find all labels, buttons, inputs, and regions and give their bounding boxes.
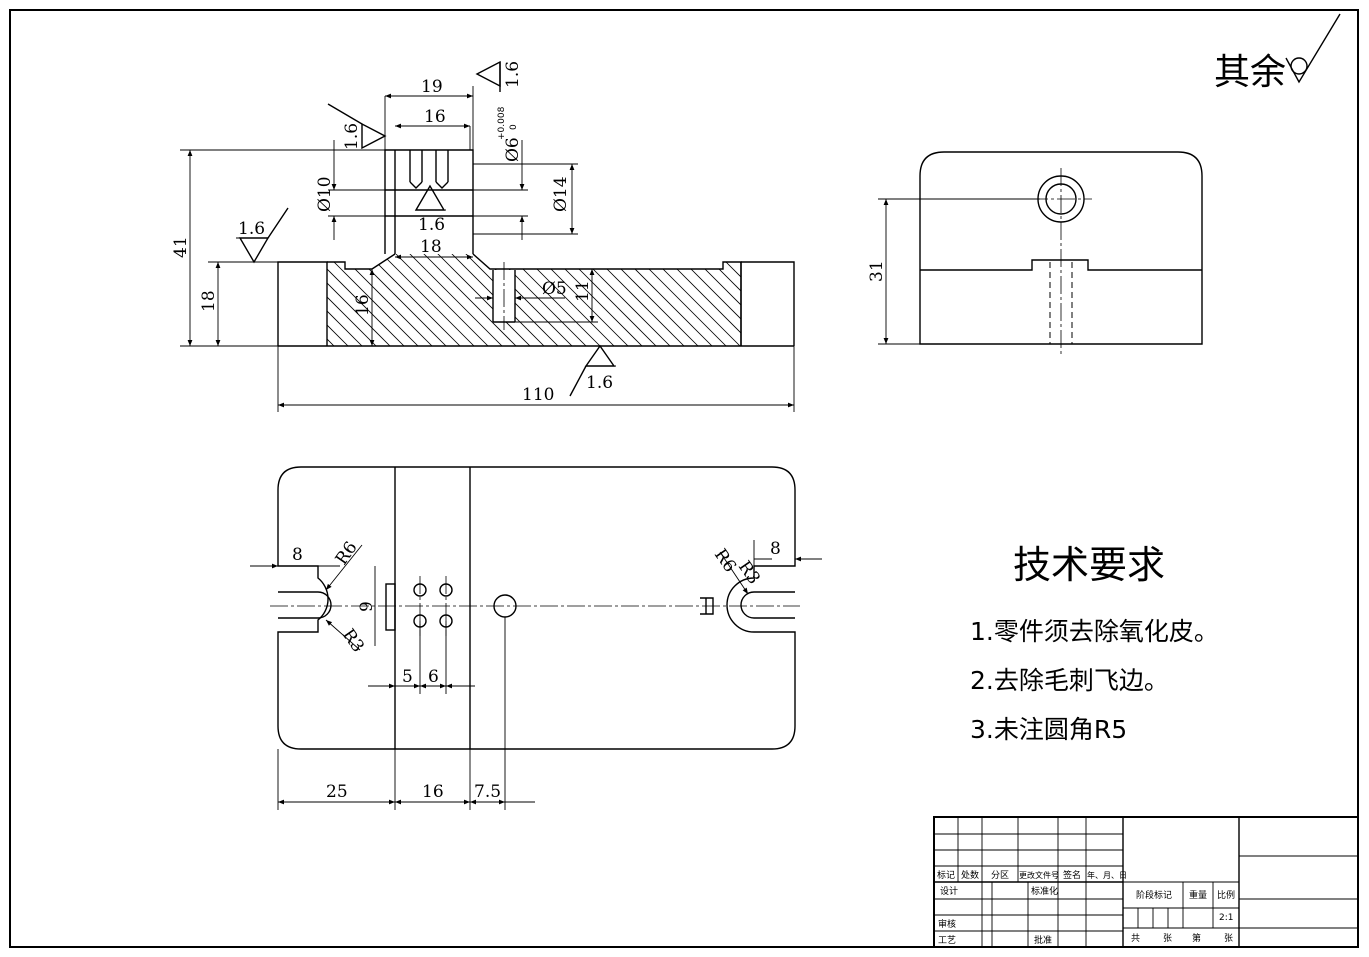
dim-16: 16	[424, 107, 446, 127]
svg-text:1.6: 1.6	[418, 215, 445, 235]
roughness-symbol-top: 1.6	[475, 60, 523, 92]
section-hatching	[327, 254, 741, 346]
tb-design: 设计	[940, 885, 958, 897]
tb-label-count: 处数	[961, 869, 979, 881]
sheet-border	[9, 9, 1359, 948]
tb-label-date: 年、月、日	[1087, 870, 1127, 880]
tb-sheet-total: 共	[1131, 933, 1140, 944]
dim-dia10: Ø10	[315, 176, 335, 212]
dim-r6-right: R6	[710, 545, 740, 576]
title-block: 标记 处数 分区 更改文件号 签名 年、月、日 设计 标准化 审核 工艺 批准 …	[933, 816, 1359, 948]
tb-scale-value: 2:1	[1219, 913, 1233, 923]
dim-9: 9	[357, 601, 377, 612]
dim-110: 110	[522, 385, 554, 405]
dim-18-width: 18	[420, 237, 442, 257]
tech-req-item-1: 1.零件须去除氧化皮。	[970, 617, 1219, 646]
tb-sheet-no: 第	[1192, 932, 1201, 944]
tb-sheet-unit-a: 张	[1163, 933, 1172, 944]
dim-16-depth: 16	[353, 294, 373, 316]
dim-18-height: 18	[199, 290, 219, 312]
dim-dia6-tol-upper: +0.008	[497, 106, 507, 140]
technical-requirements: 技术要求 1.零件须去除氧化皮。 2.去除毛刺飞边。 3.未注圆角R5	[970, 543, 1219, 744]
tb-approve: 批准	[1034, 934, 1052, 946]
dim-31: 31	[867, 260, 887, 282]
dim-dia14: Ø14	[551, 176, 571, 212]
dim-dia6-tol-lower: 0	[509, 124, 519, 130]
dim-11: 11	[573, 280, 593, 302]
top-view: 8 R6 R3 9 5 6 25 16 7.5 8 R6	[250, 466, 822, 810]
dim-25: 25	[326, 782, 348, 802]
general-surface-finish: 其余	[1214, 13, 1341, 93]
tb-review: 审核	[938, 918, 956, 930]
tb-process: 工艺	[938, 935, 956, 946]
dim-dia5: Ø5	[542, 279, 567, 299]
tech-req-title: 技术要求	[1013, 543, 1165, 587]
tb-stage-mark: 阶段标记	[1136, 889, 1172, 901]
dim-5: 5	[402, 667, 413, 687]
svg-text:1.6: 1.6	[503, 61, 523, 88]
dim-41: 41	[171, 236, 191, 258]
dim-r3-left: R3	[338, 625, 368, 656]
roughness-symbol-bottom: 1.6	[569, 344, 616, 397]
tech-req-item-2: 2.去除毛刺飞边。	[970, 666, 1169, 695]
general-note-text: 其余	[1214, 52, 1286, 93]
side-view: 31	[867, 151, 1203, 355]
svg-text:1.6: 1.6	[238, 219, 265, 239]
tb-label-sign: 签名	[1063, 869, 1081, 881]
dim-16-top: 16	[422, 782, 444, 802]
svg-text:1.6: 1.6	[586, 373, 613, 393]
tb-standardization: 标准化	[1031, 885, 1058, 897]
tb-label-mark: 标记	[937, 869, 955, 881]
dim-8-left: 8	[292, 545, 303, 565]
tb-sheet-unit-b: 张	[1224, 933, 1233, 944]
dim-19: 19	[421, 77, 443, 97]
dim-6: 6	[428, 667, 439, 687]
front-section-view: 19 16 41 18 Ø10 Ø6 +0.008 0 Ø14	[171, 60, 795, 412]
svg-text:1.6: 1.6	[342, 123, 362, 150]
roughness-symbol-boss: 1.6	[414, 184, 446, 235]
tb-weight: 重量	[1189, 889, 1207, 901]
tb-label-change-doc: 更改文件号	[1019, 870, 1059, 880]
boss-outline	[384, 149, 474, 254]
dim-7-5: 7.5	[474, 782, 501, 802]
tech-req-item-3: 3.未注圆角R5	[970, 715, 1127, 744]
tb-label-zone: 分区	[991, 870, 1009, 881]
roughness-symbol-left: 1.6	[236, 207, 289, 264]
dim-r6-left: R6	[332, 538, 362, 569]
base-outline	[277, 261, 328, 346]
tb-scale-label: 比例	[1217, 889, 1235, 901]
dim-8-right: 8	[770, 539, 781, 559]
dim-dia6: Ø6	[503, 137, 523, 162]
roughness-symbol-top-left: 1.6	[327, 103, 387, 150]
